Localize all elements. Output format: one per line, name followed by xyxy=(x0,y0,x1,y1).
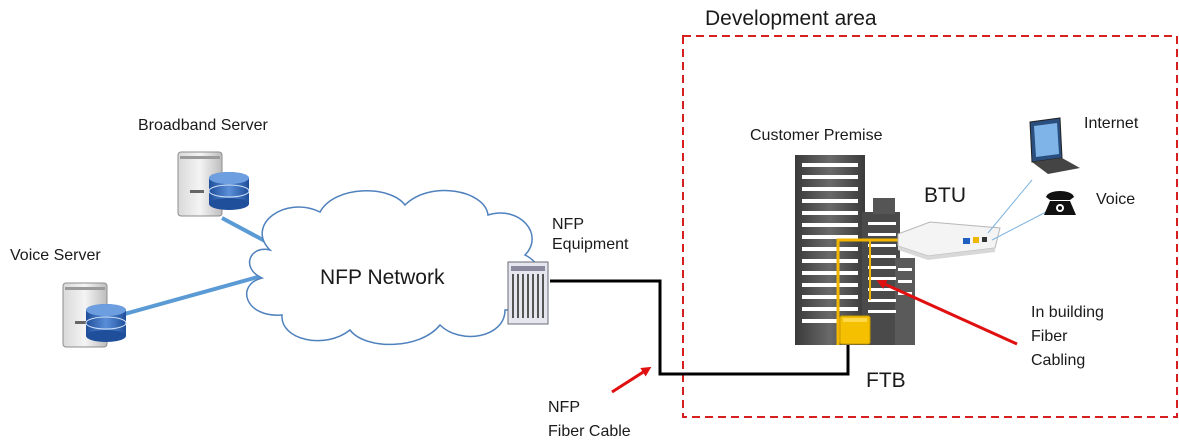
nfp-equipment-label: NFP Equipment xyxy=(552,215,629,255)
broadband-server-label: Broadband Server xyxy=(138,117,268,134)
laptop-icon xyxy=(1029,117,1080,174)
voice-server-link xyxy=(109,273,266,320)
nfp-network-label: NFP Network xyxy=(320,266,445,289)
nfp-equipment-label-line2: Equipment xyxy=(552,236,629,253)
customer-premise-label: Customer Premise xyxy=(750,127,883,144)
broadband-server-icon xyxy=(177,151,250,217)
nfp-equipment-icon xyxy=(507,261,549,325)
phone-icon xyxy=(1044,191,1076,215)
nfp-equipment-label-line1: NFP xyxy=(552,216,584,233)
voice-server-label: Voice Server xyxy=(10,247,101,264)
fiber-cable-arrow xyxy=(611,366,652,394)
voice-label: Voice xyxy=(1096,191,1136,208)
in-building-fiber-line xyxy=(836,238,905,345)
nfp-fiber-cable-line xyxy=(550,279,850,376)
btu-internet-link xyxy=(987,179,1033,234)
ftb-box-icon xyxy=(839,315,871,345)
btu-device-icon xyxy=(897,221,1001,260)
btu-voice-link xyxy=(991,211,1047,241)
nfp-fiber-cable-label: NFP Fiber Cable xyxy=(548,396,631,444)
nfp-fiber-cable-label-line1: NFP xyxy=(548,399,580,416)
voice-server-icon xyxy=(62,282,127,348)
nfp-fiber-cable-label-line2: Fiber Cable xyxy=(548,423,631,440)
development-area-box xyxy=(682,35,1178,418)
ftb-label: FTB xyxy=(866,369,906,392)
development-area-label: Development area xyxy=(705,7,877,30)
internet-label: Internet xyxy=(1084,115,1139,132)
btu-label: BTU xyxy=(924,184,966,207)
in-building-label-line1: In building xyxy=(1031,304,1104,321)
building-icon xyxy=(795,155,915,345)
in-building-fiber-cabling-label: In building Fiber Cabling xyxy=(1031,301,1141,373)
in-building-label-line2: Fiber xyxy=(1031,328,1068,345)
in-building-fiber-arrow xyxy=(876,279,1018,346)
in-building-label-line3: Cabling xyxy=(1031,352,1086,369)
